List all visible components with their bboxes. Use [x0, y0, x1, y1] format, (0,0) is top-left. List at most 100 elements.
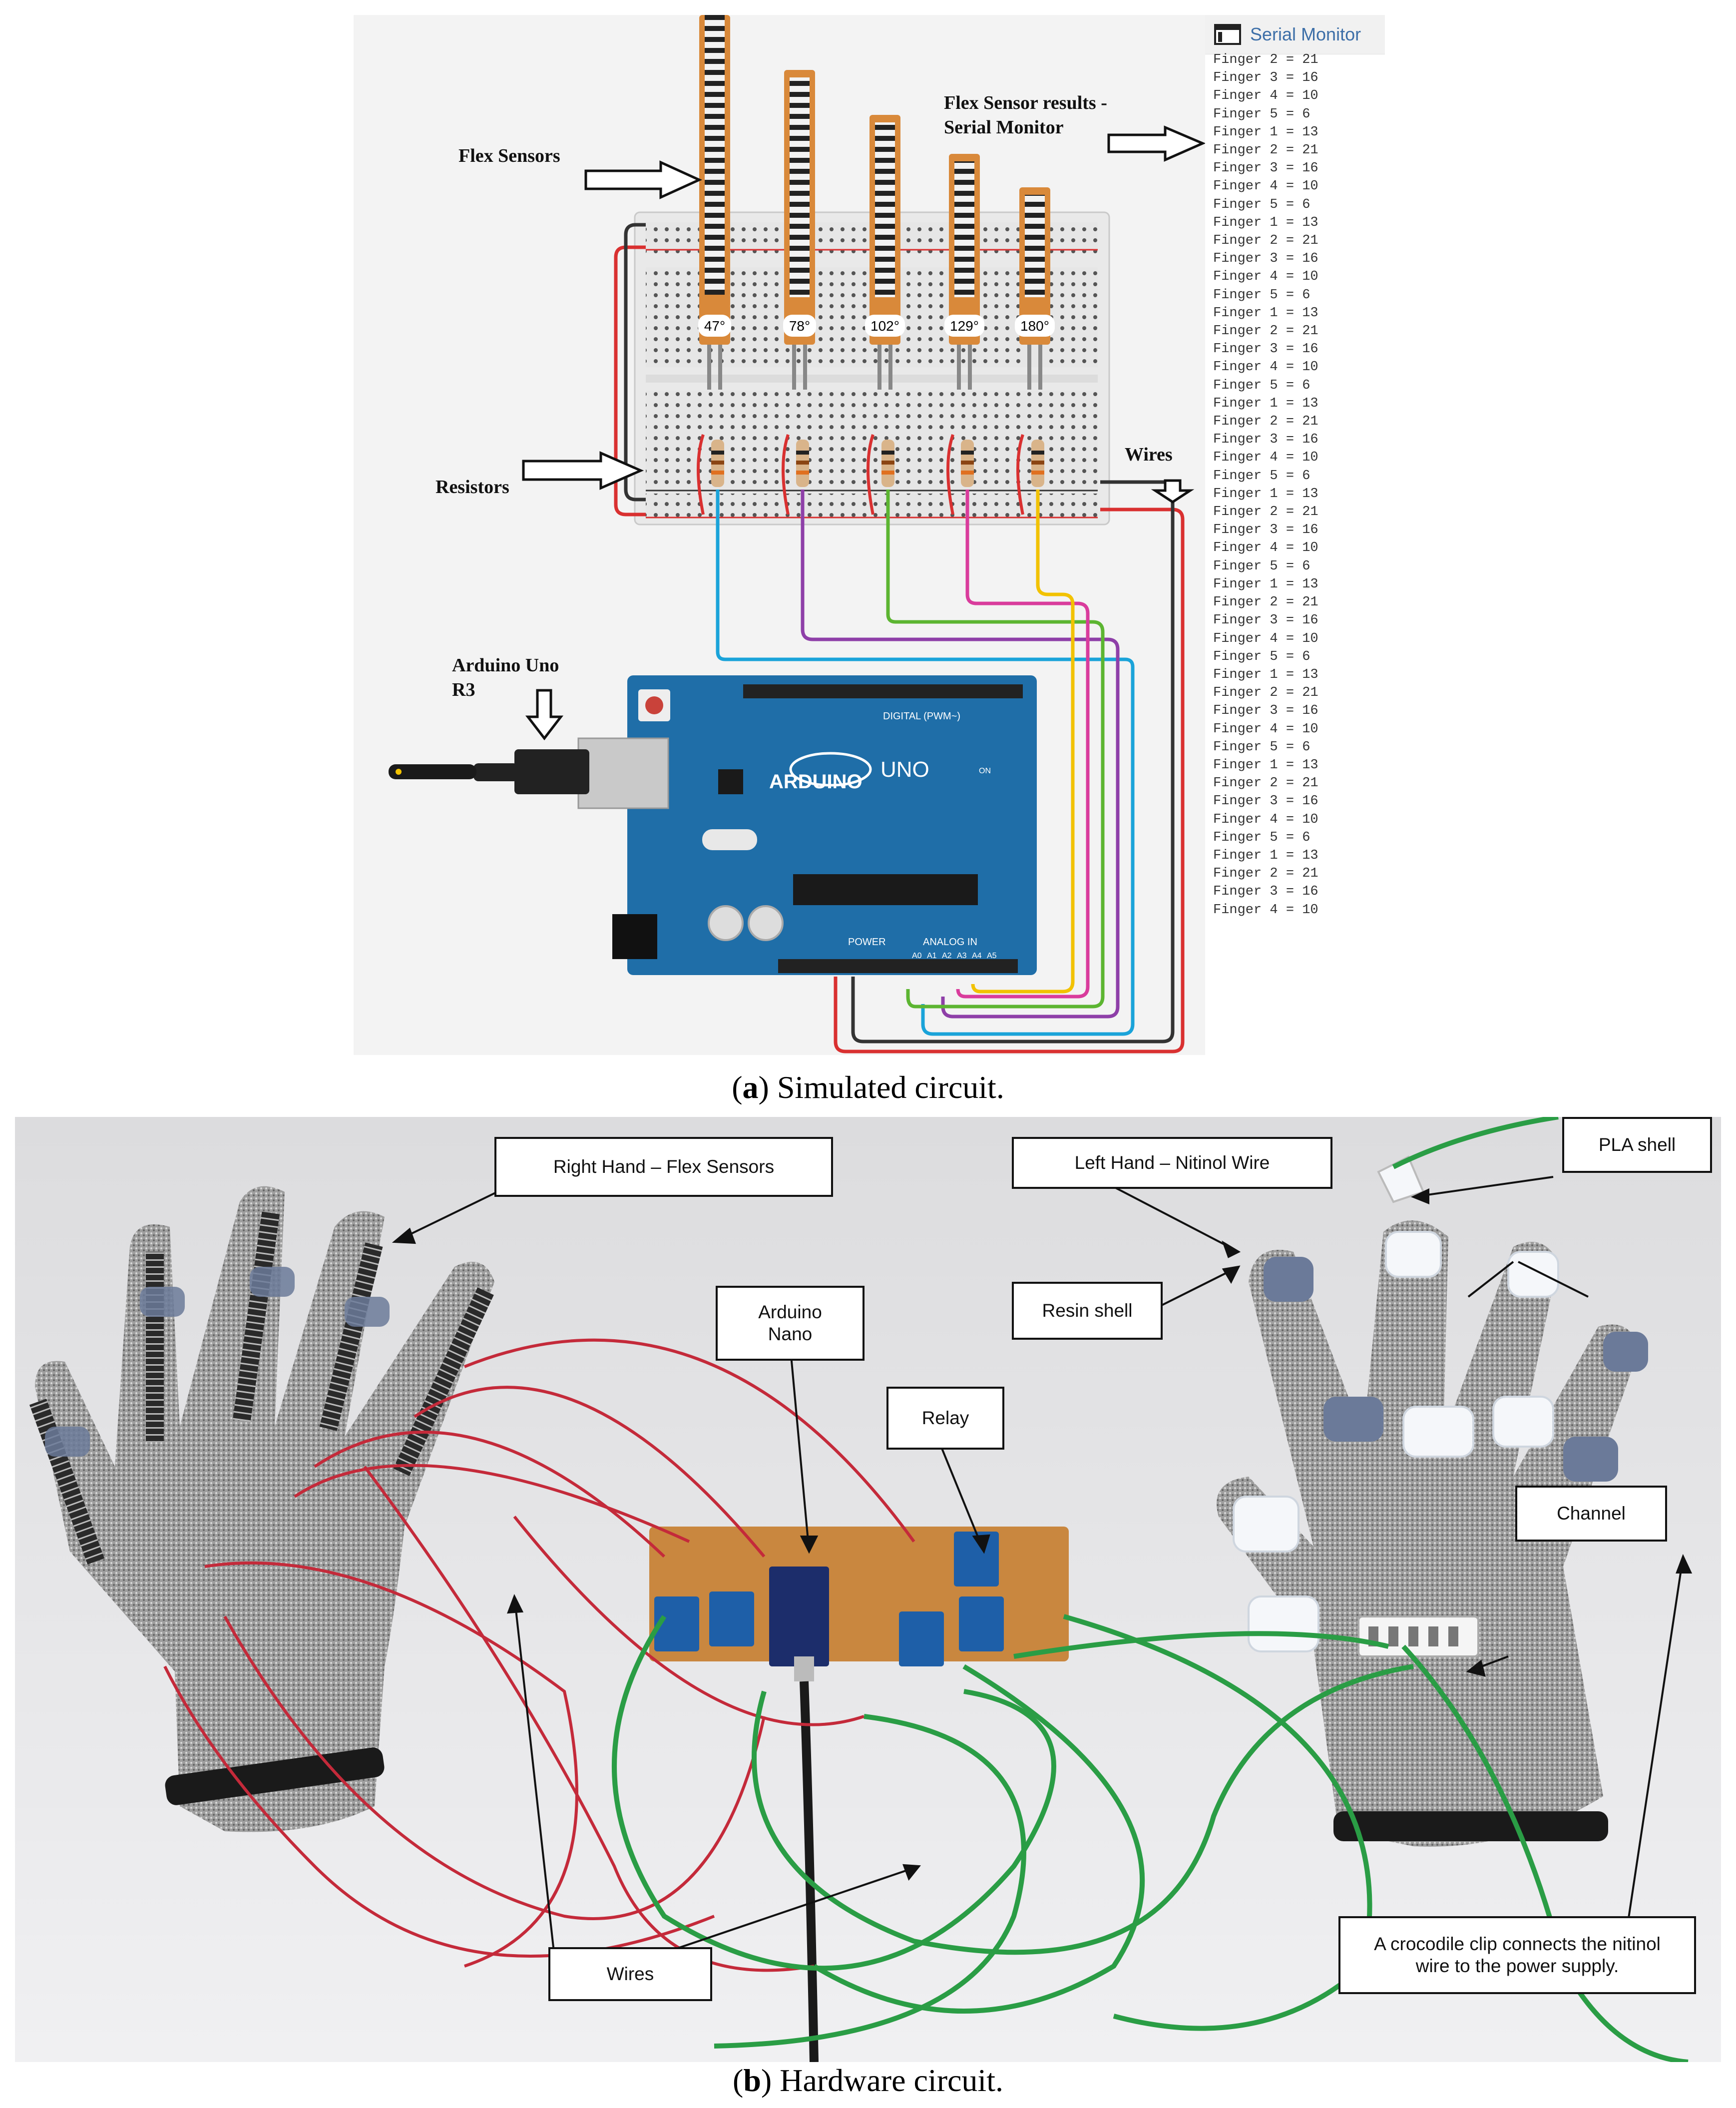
serial-line: Finger 5 = 6 — [1213, 106, 1310, 122]
serial-line: Finger 3 = 16 — [1213, 613, 1318, 628]
serial-line: Finger 4 = 10 — [1213, 540, 1318, 556]
arduino-model-label: UNO — [880, 757, 929, 782]
resistor-2 — [796, 440, 809, 487]
serial-line: Finger 4 = 10 — [1213, 721, 1318, 737]
window-icon — [1214, 24, 1241, 45]
label-arduino-nano: Arduino Nano — [716, 1286, 865, 1361]
analog-pins-label: ANALOG IN — [923, 937, 977, 948]
label-right-hand: Right Hand – Flex Sensors — [494, 1137, 833, 1197]
analog-pin-labels: A0 A1 A2 A3 A4 A5 — [912, 952, 997, 960]
hardware-photo-illustration — [15, 1117, 1721, 2062]
analog-pin-a5: A5 — [987, 952, 997, 960]
hardware-photo: Right Hand – Flex Sensors Arduino Nano R… — [15, 1117, 1721, 2062]
serial-line: Finger 2 = 21 — [1213, 776, 1318, 791]
analog-pin-a3: A3 — [957, 952, 967, 960]
angle-label-5: 180° — [1020, 318, 1049, 334]
serial-line: Finger 2 = 21 — [1213, 685, 1318, 701]
serial-line: Finger 3 = 16 — [1213, 794, 1318, 809]
serial-line: Finger 1 = 13 — [1213, 215, 1318, 230]
flex-sensor-2 — [784, 70, 815, 390]
right-hand-glove — [29, 1186, 494, 1832]
serial-monitor-title: Serial Monitor — [1250, 24, 1361, 44]
serial-line: Finger 2 = 21 — [1213, 52, 1318, 67]
serial-line: Finger 1 = 13 — [1213, 486, 1318, 502]
serial-line: Finger 2 = 21 — [1213, 233, 1318, 249]
serial-monitor-header[interactable]: Serial Monitor — [1205, 15, 1385, 54]
resistor-3 — [881, 440, 894, 487]
serial-line: Finger 4 = 10 — [1213, 902, 1318, 918]
label-resistors: Resistors — [435, 477, 509, 498]
arrow-wires — [1151, 479, 1195, 504]
wire-red-left — [614, 245, 646, 517]
serial-output: Finger 2 = 21 Finger 3 = 16 Finger 4 = 10 F… — [1213, 51, 1383, 919]
label-wires-a: Wires — [1125, 444, 1173, 465]
serial-line: Finger 5 = 6 — [1213, 468, 1310, 484]
analog-pin-a4: A4 — [972, 952, 982, 960]
annotation-arrows — [522, 125, 1205, 741]
serial-line: Finger 3 = 16 — [1213, 523, 1318, 538]
serial-line: Finger 1 = 13 — [1213, 305, 1318, 321]
wire-blue — [716, 490, 1135, 1036]
analog-pin-a1: A1 — [927, 952, 937, 960]
angle-label-4: 129° — [950, 318, 979, 334]
serial-monitor: Serial Monitor Finger 2 = 21 Finger 3 = 1… — [1205, 15, 1385, 934]
label-relay: Relay — [886, 1387, 1004, 1450]
resistors — [711, 440, 1044, 487]
label-resin-shell: Resin shell — [1012, 1282, 1163, 1340]
serial-line: Finger 1 = 13 — [1213, 396, 1318, 411]
analog-pin-a0: A0 — [912, 952, 922, 960]
usb-cable — [389, 749, 589, 794]
label-arduino-uno: Arduino Uno R3 — [452, 655, 559, 701]
label-left-hand: Left Hand – Nitinol Wire — [1012, 1137, 1332, 1189]
serial-line: Finger 4 = 10 — [1213, 179, 1318, 194]
label-channel: Channel — [1515, 1486, 1667, 1542]
serial-line: Finger 1 = 13 — [1213, 576, 1318, 592]
simulated-circuit-panel: 47° 78° 102° 129° 180° — [354, 15, 1205, 1055]
serial-line: Finger 3 = 16 — [1213, 70, 1318, 86]
serial-line: Finger 3 = 16 — [1213, 884, 1318, 900]
caption-a: (a) Simulated circuit. — [732, 1069, 1004, 1105]
serial-line: Finger 4 = 10 — [1213, 812, 1318, 827]
caption-a-letter: a — [742, 1069, 759, 1105]
serial-line: Finger 2 = 21 — [1213, 324, 1318, 339]
serial-line: Finger 1 = 13 — [1213, 667, 1318, 682]
serial-line: Finger 4 = 10 — [1213, 88, 1318, 104]
on-led-label: ON — [979, 767, 991, 775]
serial-line: Finger 3 = 16 — [1213, 703, 1318, 719]
serial-line: Finger 4 = 10 — [1213, 631, 1318, 646]
serial-line: Finger 3 = 16 — [1213, 161, 1318, 176]
serial-line: Finger 2 = 21 — [1213, 866, 1318, 882]
angle-labels: 47° 78° 102° 129° 180° — [698, 315, 1055, 337]
serial-line: Finger 4 = 10 — [1213, 269, 1318, 285]
label-pla-shell: PLA shell — [1562, 1117, 1712, 1173]
wire-purple — [801, 490, 1120, 1019]
serial-line: Finger 2 = 21 — [1213, 505, 1318, 520]
caption-b-letter: b — [743, 2063, 761, 2098]
left-hand-glove — [1217, 1117, 1648, 1847]
digital-pins-label: DIGITAL (PWM~) — [883, 711, 960, 722]
arrow-serial-results — [1107, 125, 1205, 162]
red-wires — [163, 1338, 915, 1972]
serial-line: Finger 5 = 6 — [1213, 287, 1310, 303]
arrow-flex-sensors — [584, 160, 703, 199]
green-wires — [612, 1614, 1689, 2062]
serial-line: Finger 1 = 13 — [1213, 124, 1318, 140]
breadboard-jumpers — [697, 434, 1024, 515]
angle-label-3: 102° — [870, 318, 899, 334]
caption-a-text: ) Simulated circuit. — [758, 1069, 1004, 1105]
serial-line: Finger 2 = 21 — [1213, 595, 1318, 610]
serial-line: Finger 5 = 6 — [1213, 830, 1310, 845]
resistor-1 — [711, 440, 724, 487]
serial-line: Finger 4 = 10 — [1213, 360, 1318, 375]
wire-red — [834, 508, 1185, 1054]
flex-sensor-5 — [1019, 187, 1050, 390]
label-flex-sensors: Flex Sensors — [458, 145, 560, 166]
serial-line: Finger 2 = 21 — [1213, 143, 1318, 158]
signal-wires — [614, 223, 1185, 1054]
resistor-4 — [961, 440, 974, 487]
serial-line: Finger 4 = 10 — [1213, 450, 1318, 466]
serial-line: Finger 5 = 6 — [1213, 558, 1310, 574]
arrow-resistors — [522, 451, 644, 490]
serial-line: Finger 3 = 16 — [1213, 342, 1318, 357]
wire-black-left — [624, 223, 646, 502]
